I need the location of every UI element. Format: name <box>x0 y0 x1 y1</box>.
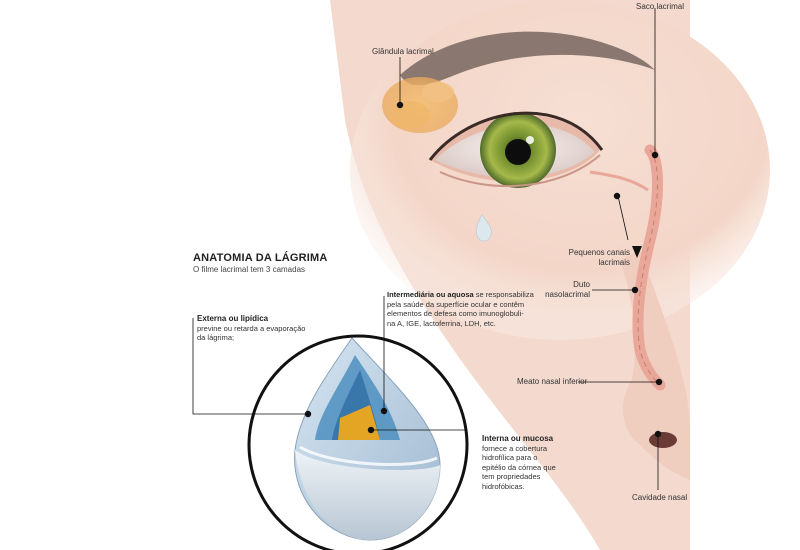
tear-on-cheek <box>476 214 492 242</box>
layer-interna-heading: Interna ou mucosa <box>482 434 554 443</box>
label-cavidade-nasal: Cavidade nasal <box>632 493 688 502</box>
layer-interna: Interna ou mucosa fornece a cobertura hi… <box>482 434 582 492</box>
layer-externa: Externa ou lipídica previne ou retarda a… <box>197 314 327 343</box>
layer-intermediaria-heading: Intermediária ou aquosa <box>387 290 474 299</box>
eyebrow <box>400 31 655 86</box>
layer-externa-heading: Externa ou lipídica <box>197 314 269 323</box>
label-duto-nasolacrimal: Duto nasolacrimal <box>520 280 590 300</box>
layer-intermediaria-first-line: Intermediária ou aquosa se responsabiliz… <box>387 290 547 300</box>
label-saco-lacrimal: Saco lacrimal <box>636 2 685 11</box>
layer-interna-line1: fornece a cobertura <box>482 443 548 453</box>
label-glandula-lacrimal: Glândula lacrimal <box>372 47 434 56</box>
label-pequenos-canais: Pequenos canais lacrimais <box>566 248 630 268</box>
label-pequenos-canais-line2: lacrimais <box>598 258 630 267</box>
label-pequenos-canais-line1: Pequenos canais <box>568 248 630 257</box>
callout-lines <box>192 8 659 490</box>
lacrimal-gland <box>382 77 458 133</box>
layer-intermediaria-first-rest: se responsabiliza <box>473 290 534 299</box>
callout-dots <box>304 101 663 438</box>
nasolacrimal-duct <box>589 144 666 391</box>
layer-interna-line2: hidrofílica para o <box>482 453 538 463</box>
label-duto-line2: nasolacrimal <box>545 290 590 299</box>
layer-intermediaria: Intermediária ou aquosa se responsabiliz… <box>387 290 547 328</box>
tear-film-magnifier <box>247 334 469 550</box>
layer-interna-line3: epitélio da córnea que <box>482 462 556 472</box>
layer-intermediaria-line3: na A, IGE, lactoferrina, LDH, etc. <box>387 318 496 328</box>
page-subtitle: O filme lacrimal tem 3 camadas <box>193 265 306 274</box>
layer-interna-line4: tem propriedades <box>482 472 541 482</box>
layer-externa-line2: da lágrima; <box>197 333 235 343</box>
layer-externa-line1: previne ou retarda a evaporação <box>197 323 306 333</box>
layer-intermediaria-line2: elementos de defesa como imunoglobuli- <box>387 309 524 319</box>
label-duto-line1: Duto <box>573 280 590 289</box>
layer-interna-line5: hidrofóbicas. <box>482 481 525 491</box>
layer-intermediaria-line1: pela saúde da superfície ocular e contêm <box>387 299 525 309</box>
label-meato-nasal: Meato nasal inferior <box>517 377 588 386</box>
eye <box>428 111 604 188</box>
page-title: ANATOMIA DA LÁGRIMA <box>193 252 328 264</box>
